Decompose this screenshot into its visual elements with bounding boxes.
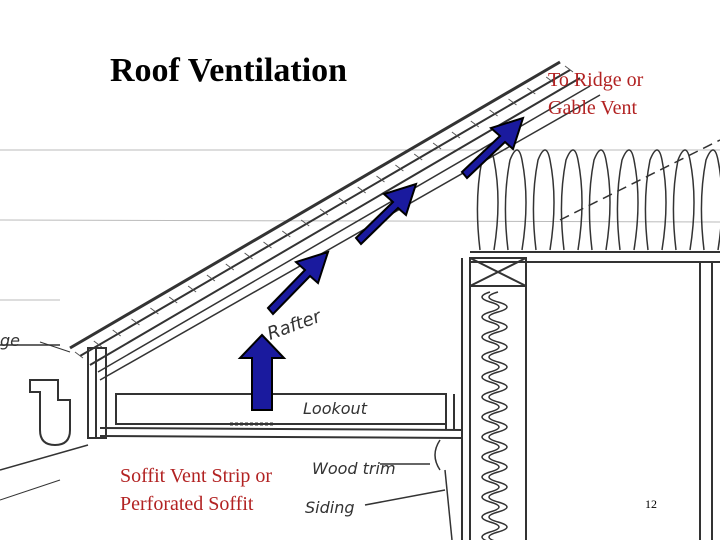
diagonal-arrow-icon [354, 182, 418, 246]
wall-insulation [481, 291, 508, 540]
ridge-vent-callout-line1: To Ridge or [548, 69, 644, 91]
lookout-label: Lookout [303, 399, 368, 418]
edge-label-fragment: ge [0, 331, 20, 350]
trim-and-siding [364, 439, 453, 540]
right-wall [699, 262, 713, 540]
fascia-and-gutter [0, 344, 107, 471]
airflow-arrows [237, 116, 525, 411]
ceiling-insulation [470, 139, 720, 263]
roof-deck [69, 60, 591, 373]
rafter [99, 94, 601, 381]
slide-title: Roof Ventilation [110, 52, 348, 89]
diagonal-arrow-icon [460, 116, 525, 180]
shingle-texture [74, 65, 574, 359]
lookout [115, 393, 455, 430]
ridge-vent-callout-line2: Gable Vent [548, 97, 638, 119]
diagonal-arrow-icon [266, 250, 330, 316]
siding-label: Siding [305, 498, 355, 517]
soffit-vent-callout-line2: Perforated Soffit [120, 493, 254, 515]
soffit [99, 422, 463, 439]
soffit-vent-callout-line1: Soffit Vent Strip or [120, 465, 273, 487]
up-arrow-icon [237, 333, 287, 411]
page-number: 12 [645, 497, 657, 511]
wood-trim-label: Wood trim [312, 459, 396, 478]
wall-framing [461, 257, 527, 540]
leader-lines [0, 341, 71, 501]
background-lines [0, 149, 720, 301]
